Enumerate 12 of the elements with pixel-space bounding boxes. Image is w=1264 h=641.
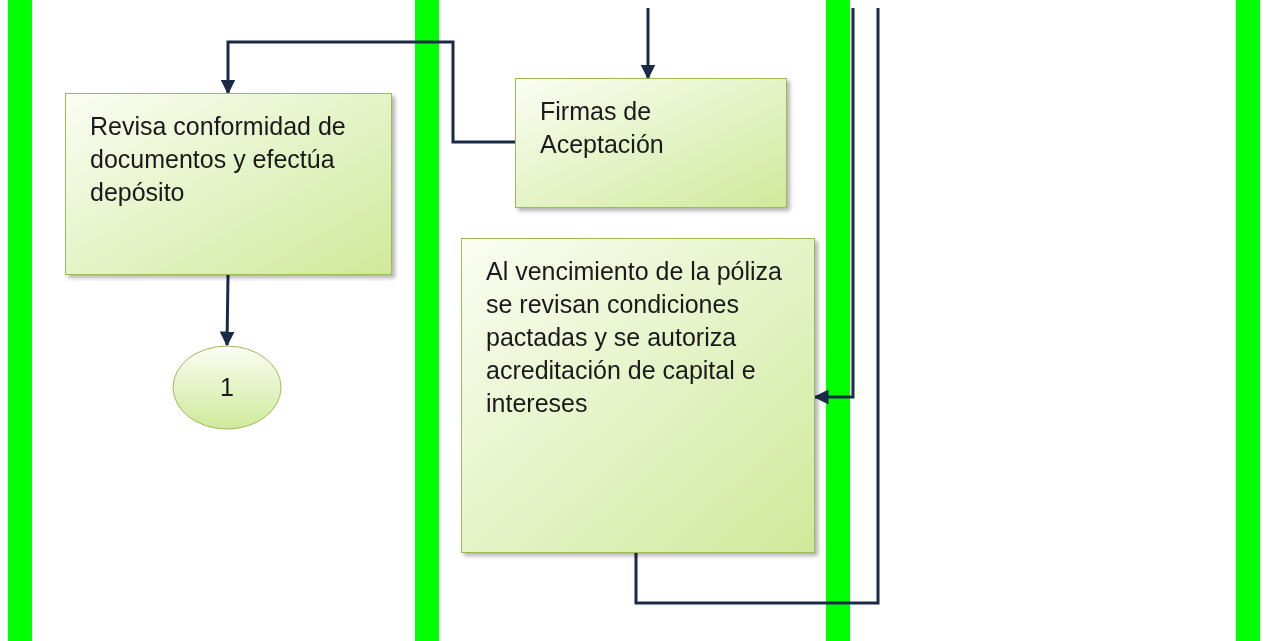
process-box [515,78,787,208]
connector-arrow [813,8,855,405]
node-label: Firmas de Aceptación [540,96,665,160]
node-label: Revisa conformidad de documentos y efectúa depósito [90,111,347,208]
connector-arrow [640,8,656,80]
connector-circle [172,345,282,430]
node-label: Al vencimiento de la póliza se revisan condiciones pactadas y se autoriza acreditación de capital e intereses [486,256,783,419]
process-box [65,93,392,275]
node-label: 1 [220,372,234,403]
connector-arrow [220,40,515,144]
process-box [461,238,815,553]
connector-arrow [219,274,235,347]
